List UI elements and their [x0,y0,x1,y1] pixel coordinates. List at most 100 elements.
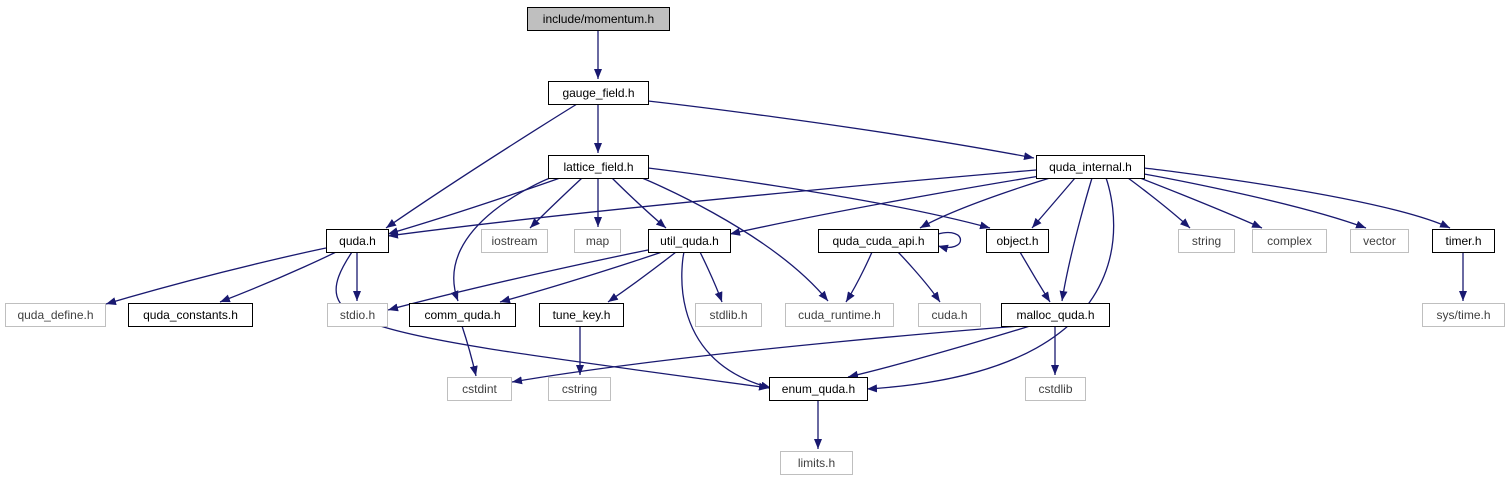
edge-quda-to-enum-quda [335,251,770,391]
node-malloc-quda[interactable]: malloc_quda.h [1001,303,1110,327]
edge-quda-cuda-api-to-quda-cuda-api [937,231,962,253]
node-box [574,229,621,253]
node-box [818,229,939,253]
node-quda-cuda-api[interactable]: quda_cuda_api.h [818,229,939,253]
node-box [548,377,611,401]
edge-util-quda-to-stdio [387,249,649,312]
edge-malloc-quda-to-cstdint [511,325,1021,385]
node-label: gauge_field.h [562,86,634,100]
edge-util-quda-to-comm-quda [499,251,663,304]
node-cuda: cuda.h [918,303,981,327]
node-sys-time: sys/time.h [1422,303,1505,327]
node-label: quda.h [339,234,376,248]
node-lattice-field[interactable]: lattice_field.h [548,155,649,179]
node-tune-key[interactable]: tune_key.h [539,303,624,327]
node-box [548,81,649,105]
node-box [1001,303,1110,327]
node-label: util_quda.h [660,234,719,248]
node-box [1432,229,1495,253]
edge-object-to-malloc-quda [1019,251,1051,303]
node-box [1350,229,1409,253]
edge-quda-internal-to-util-quda [729,175,1041,236]
node-object[interactable]: object.h [986,229,1049,253]
edge-lattice-field-to-quda [387,177,561,236]
node-quda-internal[interactable]: quda_internal.h [1036,155,1145,179]
edge-util-quda-to-tune-key [607,251,677,303]
edge-lattice-field-to-comm-quda [450,177,551,302]
node-box [327,303,388,327]
edge-quda-internal-to-enum-quda [866,177,1115,393]
node-cstdint: cstdint [447,377,512,401]
node-label: lattice_field.h [563,160,633,174]
node-label: limits.h [798,456,835,470]
node-cuda-runtime: cuda_runtime.h [785,303,894,327]
node-box [1252,229,1327,253]
edge-util-quda-to-enum-quda [681,251,772,390]
node-quda-define: quda_define.h [5,303,106,327]
node-label: complex [1267,234,1312,248]
node-map: map [574,229,621,253]
node-label: comm_quda.h [424,308,500,322]
node-box [447,377,512,401]
node-string: string [1178,229,1235,253]
node-vector: vector [1350,229,1409,253]
edge-lattice-field-to-object [647,167,991,230]
node-label: stdlib.h [709,308,747,322]
edge-lattice-field-to-cuda-runtime [641,177,829,302]
edge-util-quda-to-stdlib [699,251,723,303]
node-util-quda[interactable]: util_quda.h [648,229,731,253]
edge-quda-to-quda-define [105,247,327,305]
edge-quda-internal-to-quda-cuda-api [919,177,1051,229]
node-box [918,303,981,327]
node-quda[interactable]: quda.h [326,229,389,253]
node-label: tune_key.h [553,308,611,322]
edge-quda-internal-to-malloc-quda [1059,177,1093,302]
node-label: quda_cuda_api.h [832,234,924,248]
edge-quda-cuda-api-to-cuda-runtime [845,251,873,303]
node-label: enum_quda.h [782,382,855,396]
node-box [481,229,548,253]
edge-comm-quda-to-cstdint [461,325,478,377]
node-box [695,303,762,327]
node-timer[interactable]: timer.h [1432,229,1495,253]
edge-quda-internal-to-timer [1143,167,1451,229]
node-box [986,229,1049,253]
node-momentum[interactable]: include/momentum.h [527,7,670,31]
node-complex: complex [1252,229,1327,253]
edge-gauge-field-to-quda-internal [647,100,1035,161]
edge-malloc-quda-to-enum-quda [847,325,1031,379]
node-box [1036,155,1145,179]
node-box [527,7,670,31]
node-box [785,303,894,327]
node-comm-quda[interactable]: comm_quda.h [409,303,516,327]
node-label: cstring [562,382,597,396]
node-box [409,303,516,327]
node-box [1178,229,1235,253]
node-label: string [1192,234,1221,248]
edge-quda-cuda-api-to-cuda [897,251,941,303]
node-limits: limits.h [780,451,853,475]
node-box [1025,377,1086,401]
node-label: cstdint [462,382,497,396]
node-label: quda_define.h [17,308,93,322]
edge-quda-internal-to-object [1031,177,1076,229]
node-box [326,229,389,253]
node-label: cuda_runtime.h [798,308,881,322]
node-enum-quda[interactable]: enum_quda.h [769,377,868,401]
node-cstring: cstring [548,377,611,401]
node-stdlib: stdlib.h [695,303,762,327]
node-box [5,303,106,327]
node-label: cuda.h [931,308,967,322]
node-label: iostream [491,234,537,248]
node-box [648,229,731,253]
file-nodes: include/momentum.h gauge_field.h lattice_f… [5,7,1505,475]
node-box [769,377,868,401]
node-gauge-field[interactable]: gauge_field.h [548,81,649,105]
node-quda-constants[interactable]: quda_constants.h [128,303,253,327]
node-label: quda_constants.h [143,308,238,322]
node-label: object.h [996,234,1038,248]
node-box [1422,303,1505,327]
node-box [780,451,853,475]
node-label: timer.h [1445,234,1481,248]
